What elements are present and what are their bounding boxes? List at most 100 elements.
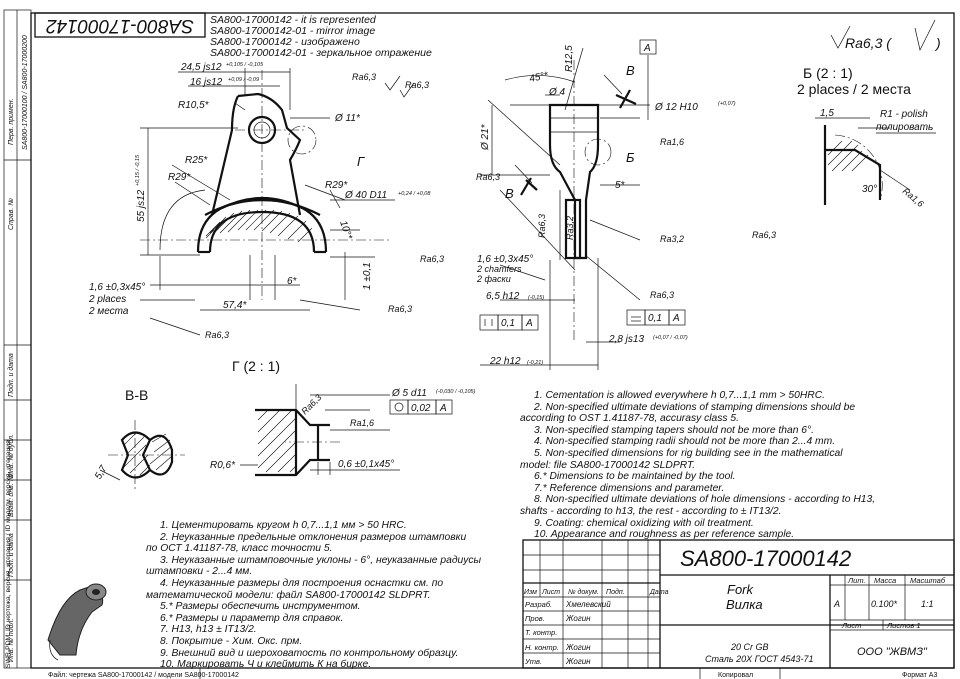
dim-r29-b: R29* xyxy=(325,180,348,191)
general-roughness-close: ) xyxy=(934,35,941,51)
section-vv-detail xyxy=(99,420,185,490)
dim-d12-tol: (+0,07) xyxy=(718,101,736,107)
tb-masshtab-value: 1:1 xyxy=(921,599,934,609)
dim-2-8: 2,8 js13 xyxy=(608,334,644,345)
note-ru-7: математической модели: файл SA800-170001… xyxy=(146,589,431,601)
tb-masshtab-label: Масштаб xyxy=(910,576,946,585)
dim-1-5: 1,5 xyxy=(820,108,834,119)
note-ru-3: по ОСТ 1.41187-78, класс точности 5. xyxy=(146,543,333,555)
note-en-10: 8. Non-specified ultimate deviations of … xyxy=(534,494,876,506)
dim-d5-d11: Ø 5 d11 xyxy=(391,388,427,399)
dim-55-tol: +0,15 / -0,15 xyxy=(135,154,141,186)
gdt-frame-2 xyxy=(626,309,686,326)
dim-6: 6* xyxy=(287,276,298,287)
note-en-7: model: file SA800-17000142 SLDPRT. xyxy=(520,459,696,471)
dim-r12-5: R12,5 xyxy=(564,45,575,72)
dim-45deg: 45°* xyxy=(528,70,550,85)
note-ru-8: 5.* Размеры обеспечить инструментом. xyxy=(160,601,361,613)
note-en-1: 1. Cementation is allowed everywhere h 0… xyxy=(534,390,826,401)
note-ru-11: 8. Покрытие - Хим. Окс. прм. xyxy=(160,635,303,647)
ra-main-3: Ra6,3 xyxy=(420,254,444,264)
section-g-title: Г (2 : 1) xyxy=(232,358,280,374)
gdt-2-datum: A xyxy=(672,313,680,324)
datum-a: A xyxy=(643,43,651,54)
view-letter-g: Г xyxy=(357,154,365,169)
chamfer-side-l1: 1,6 ±0,3x45° xyxy=(477,254,533,265)
tb-lit-label: Лит. xyxy=(847,576,866,585)
note-en-3: according to OST 1.41187-78, accurasy cl… xyxy=(520,413,740,425)
chamfer-1-6-l3: 2 места xyxy=(88,306,129,317)
gdt-1-value: 0,1 xyxy=(501,318,515,329)
note-en-11: shafts - according to h13, the rest - ac… xyxy=(520,505,782,517)
tb-prov-label: Пров. xyxy=(525,614,545,623)
variant-line-1: SA800-17000142 - it is represented xyxy=(210,14,377,26)
section-b-title: Б (2 : 1) xyxy=(803,65,853,81)
tb-listov-label: Листов 1 xyxy=(886,621,921,630)
dim-r25: R25* xyxy=(185,155,208,166)
tb-col-izm: Изм xyxy=(524,589,537,596)
note-en-13: 10. Appearance and roughness as per refe… xyxy=(534,529,795,541)
variant-line-3: SA800-17000142 - изображено xyxy=(210,36,360,48)
variant-line-4: SA800-17000142-01 - зеркальное отражение xyxy=(210,47,432,59)
dim-5: 5* xyxy=(615,180,626,191)
ra-side-5: Ra3,2 xyxy=(660,234,684,244)
note-ru-9: 6.* Размеры и параметр для справок. xyxy=(160,612,344,624)
tb-col-list: Лист xyxy=(541,589,560,596)
gdt-2-value: 0,1 xyxy=(648,313,662,324)
general-roughness: Ra6,3 ( xyxy=(845,35,892,51)
tb-material-2: Сталь 20Х ГОСТ 4543-71 xyxy=(705,654,813,664)
tb-name-en: Fork xyxy=(727,582,755,597)
section-vv-title: В-В xyxy=(125,387,148,403)
note-en-2: 2. Non-specified ultimate deviations of … xyxy=(534,401,856,413)
strip-podp-data-2: Подп. и дата xyxy=(7,533,15,577)
dim-16: 16 js12 xyxy=(190,77,223,88)
ra-main-2: Ra6,3 xyxy=(405,80,429,90)
dim-r0-6: R0,6* xyxy=(210,460,236,471)
note-ru-6: 4. Неуказанные размеры для построения ос… xyxy=(160,577,444,589)
gdt-frame-3 xyxy=(389,399,409,415)
dim-r29-a: R29* xyxy=(168,172,191,183)
ra-main-4: Ra6,3 xyxy=(388,304,412,314)
tb-nkontr-name: Жогин xyxy=(565,643,591,652)
ra-side-2: Ra6,3 xyxy=(476,172,500,182)
tb-prov-name: Жогин xyxy=(565,614,591,623)
strip-inv-podl: Инв. № подл. xyxy=(7,619,15,662)
gdt-frame-1 xyxy=(479,314,539,331)
gdt-1-datum: A xyxy=(525,318,533,329)
dim-2-8-tol: (+0,07 / -0,07) xyxy=(653,335,688,341)
ra-side-7: Ra6,3 xyxy=(650,290,674,300)
note-ru-13: 10. Маркировать Ч и клеймить К на бирке. xyxy=(160,659,372,671)
view-letter-v2: В xyxy=(505,186,514,201)
note-ru-2: 2. Неуказанные предельные отклонения раз… xyxy=(160,531,467,543)
note-en-8: 6.* Dimensions to be maintained by the t… xyxy=(534,471,736,483)
dim-r10-5: R10,5* xyxy=(178,100,210,111)
variant-line-2: SA800-17000142-01 - mirror image xyxy=(210,25,375,37)
ra-main-5: Ra6,3 xyxy=(205,330,229,340)
gdt-3-value: 0,02 xyxy=(411,403,431,414)
note-ru-4: 3. Неуказанные штамповочные уклоны - 6°,… xyxy=(160,554,482,566)
fork-main-view xyxy=(140,68,395,336)
note-en-4: 3. Non-specified stamping tapers should … xyxy=(534,424,815,436)
note-ru-12: 9. Внешний вид и шероховатость по контро… xyxy=(160,647,459,659)
dim-30deg: 30° xyxy=(862,184,877,195)
fork-isometric-picture xyxy=(47,583,107,661)
note-ru-5: штамповки - 2...4 мм. xyxy=(146,566,253,578)
tb-company: ООО "ЖВМЗ" xyxy=(857,646,928,658)
tb-material-1: 20 Cr GB xyxy=(730,642,769,652)
ra-side-3: Ra6,3 xyxy=(537,214,547,238)
tb-utv-name: Жогин xyxy=(565,657,591,666)
dim-55: 55 js12 xyxy=(136,189,147,222)
ra-g-2: Ra1,6 xyxy=(350,418,374,428)
chamfer-1-6-l2: 2 places xyxy=(88,294,126,305)
ra-b-1: Ra1,6 xyxy=(901,186,926,209)
rotated-title-box xyxy=(34,12,206,38)
dim-57-4: 57,4* xyxy=(223,300,247,311)
footer-file-info: Файл: чертежа SA800-17000142 / модели SA… xyxy=(48,671,239,679)
tb-col-podp: Подп. xyxy=(606,588,625,596)
note-ru-1: 1. Цементировать кругом h 0,7...1,1 мм >… xyxy=(160,520,407,531)
tb-designation: SA800-17000142 xyxy=(680,546,851,571)
dim-5-7: 5,7 xyxy=(93,464,110,482)
strip-sprav-label: Справ. № xyxy=(8,198,15,230)
strip-vzam-inv: Взам. инв. № xyxy=(8,473,15,517)
